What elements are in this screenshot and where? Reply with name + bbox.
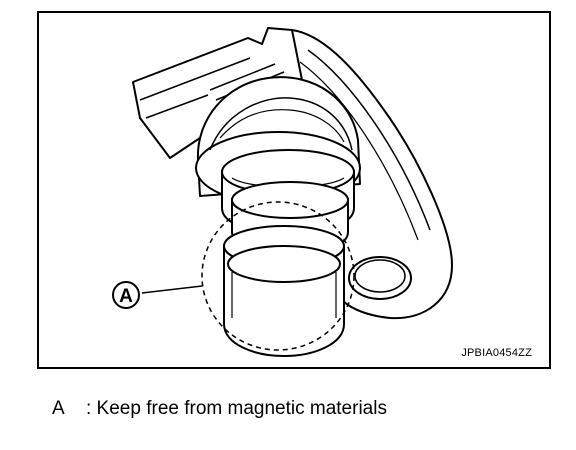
callout-leader: [141, 285, 203, 294]
reference-code: JPBIA0454ZZ: [461, 347, 532, 359]
callout-letter: A: [119, 286, 133, 307]
legend-entry: A : Keep free from magnetic materials: [52, 398, 387, 420]
legend-text: : Keep free from magnetic materials: [86, 398, 387, 419]
legend-letter: A: [52, 398, 65, 419]
sensor-body: [132, 27, 453, 357]
figure-frame: [37, 11, 551, 369]
magnetic-zone-circle: [201, 201, 355, 351]
callout-bubble: [112, 281, 140, 309]
